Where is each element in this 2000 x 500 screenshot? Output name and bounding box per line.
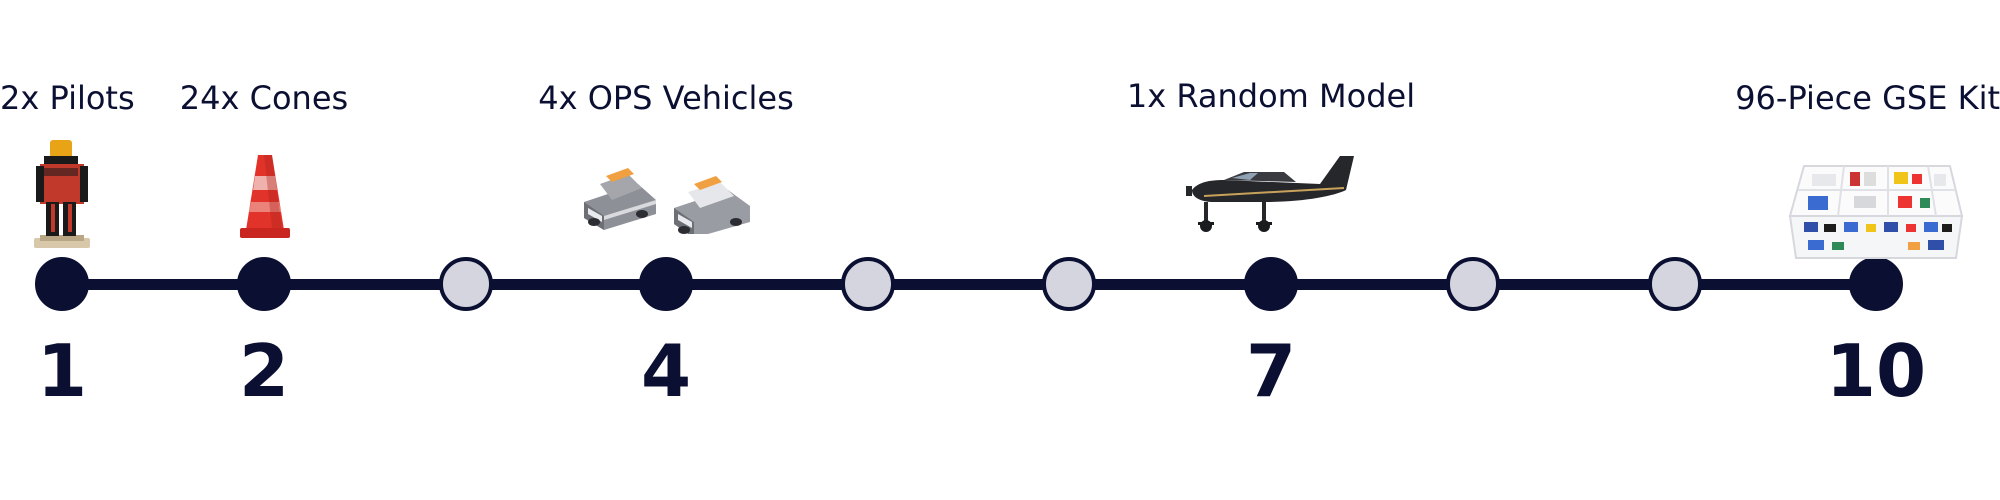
milestone-label-4: 4x OPS Vehicles	[538, 79, 794, 117]
step-number-7: 7	[1245, 329, 1297, 413]
step-number-2: 2	[238, 329, 290, 413]
ops-vehicle-icon	[584, 168, 750, 234]
step-number-1: 1	[36, 329, 88, 413]
timeline-node-8	[1446, 257, 1500, 311]
milestone-label-1: 2x Pilots	[0, 79, 135, 117]
pilot-figure-icon	[34, 140, 90, 248]
timeline-node-1	[35, 257, 89, 311]
timeline-node-6	[1042, 257, 1096, 311]
step-number-4: 4	[640, 329, 692, 413]
milestone-label-2: 24x Cones	[179, 79, 349, 117]
milestone-label-7: 1x Random Model	[1126, 77, 1416, 115]
milestone-label-10: 96-Piece GSE Kit	[1735, 79, 2000, 117]
timeline-node-2	[237, 257, 291, 311]
traffic-cone-icon	[240, 155, 290, 238]
timeline-line	[60, 279, 1876, 290]
airplane-icon	[1186, 156, 1354, 232]
step-number-10: 10	[1825, 329, 1927, 413]
timeline-node-5	[841, 257, 895, 311]
timeline-node-7	[1244, 257, 1298, 311]
timeline-node-3	[439, 257, 493, 311]
timeline-node-10	[1849, 257, 1903, 311]
timeline-node-9	[1648, 257, 1702, 311]
gse-kit-icon	[1788, 165, 1964, 259]
timeline-node-4	[639, 257, 693, 311]
